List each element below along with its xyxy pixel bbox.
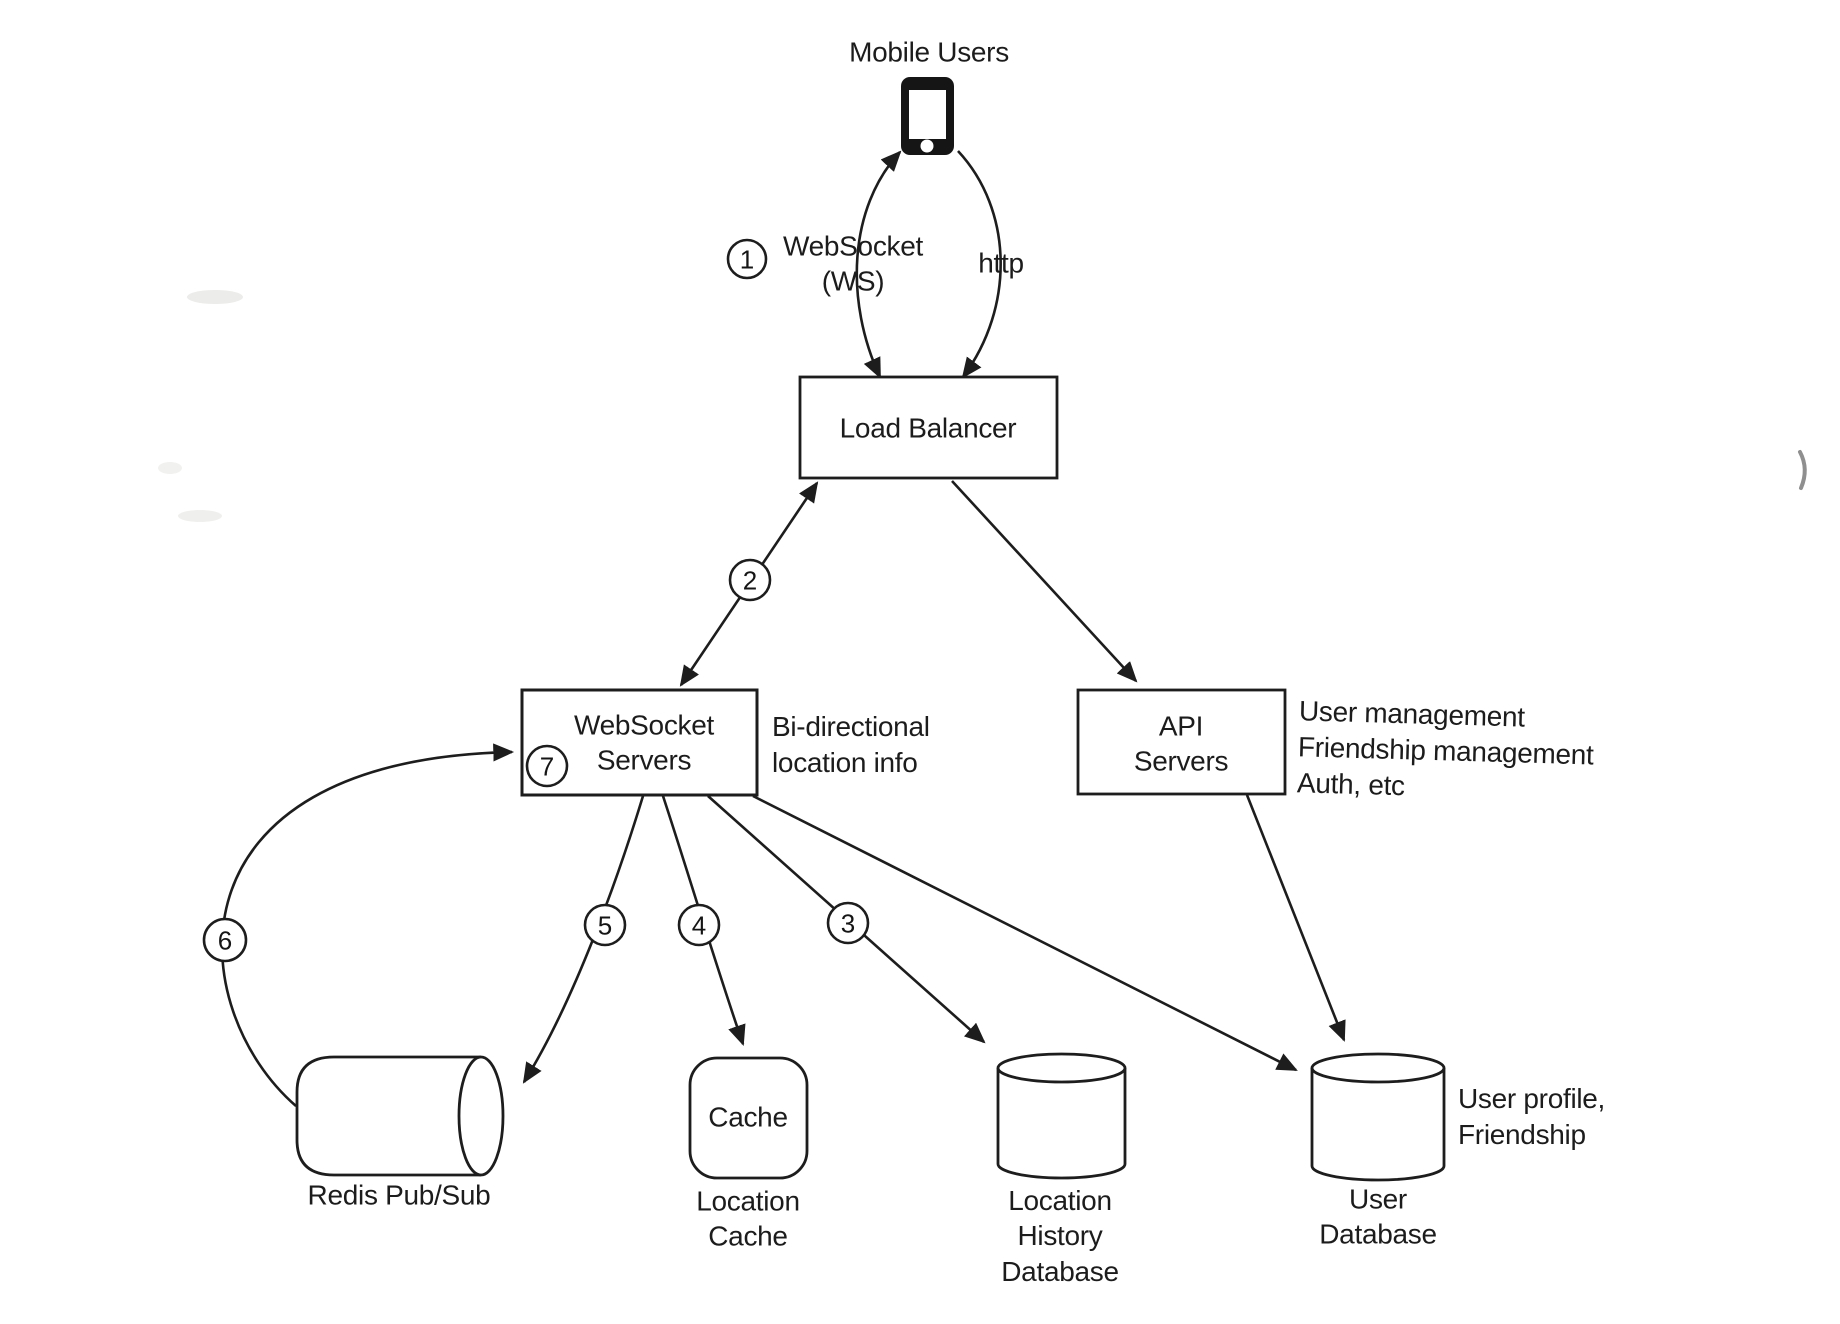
scan-artifact [1798,450,1807,490]
step-number-6: 6 [217,925,233,956]
step-circle-1 [726,238,768,280]
step-circle-4 [677,903,721,947]
websocket-ws-edge-label: WebSocket (WS) [783,230,923,297]
mobile-phone-icon [901,77,954,155]
cache-label: Cache [708,1101,788,1133]
websocket-servers-label: WebSocket Servers [574,709,714,776]
edge-redis-to-websocket [220,743,515,1107]
api-servers-note: User management Friendship management Au… [1296,695,1594,801]
user-db-note: User profile, Friendship [1458,1083,1606,1150]
edge-websocket-to-redis [522,795,645,1084]
bidirectional-note: Bi-directional location info [772,711,930,778]
redis-pubsub-cylinder [295,1055,481,1177]
edge-websocket-mobile-loadbalancer [855,150,902,379]
api-servers-box [1076,688,1287,796]
step-number-3: 3 [840,908,856,939]
http-edge-label: http [978,247,1024,279]
user-db-caption: User Database [1319,1183,1437,1250]
step-circle-5 [583,903,627,947]
location-history-db-cylinder [996,1068,1127,1180]
location-cache-caption: Location Cache [696,1185,800,1252]
step-number-2: 2 [742,565,758,596]
user-db-cylinder [1310,1068,1446,1182]
step-circle-2 [728,558,772,602]
step-circle-7 [525,744,569,788]
step-number-4: 4 [691,910,707,941]
mobile-users-label: Mobile Users [849,36,1009,68]
step-number-5: 5 [597,910,613,941]
redis-pubsub-cylinder-cap [457,1055,505,1177]
step-circle-3 [826,901,870,945]
load-balancer-label: Load Balancer [839,412,1017,444]
user-db-cylinder-top [1310,1052,1446,1084]
scan-artifact [178,510,222,522]
step-number-1: 1 [739,244,755,275]
load-balancer-box [798,375,1059,480]
edge-loadbalancer-api-servers [951,480,1138,683]
api-servers-label: API Servers [1133,710,1229,777]
edge-api-to-user-db [1245,794,1346,1042]
redis-pubsub-caption: Redis Pub/Sub [307,1179,491,1211]
location-history-db-cylinder-top [996,1052,1127,1084]
edge-websocket-to-user-db [752,794,1298,1072]
scan-artifact [187,290,243,304]
step-number-7: 7 [539,751,555,782]
location-cache-box [688,1056,809,1180]
step-circle-6 [202,917,248,963]
edge-http-mobile-loadbalancer [957,150,1002,379]
scan-artifact [158,462,182,474]
location-history-db-caption: Location History Database [1001,1185,1119,1287]
